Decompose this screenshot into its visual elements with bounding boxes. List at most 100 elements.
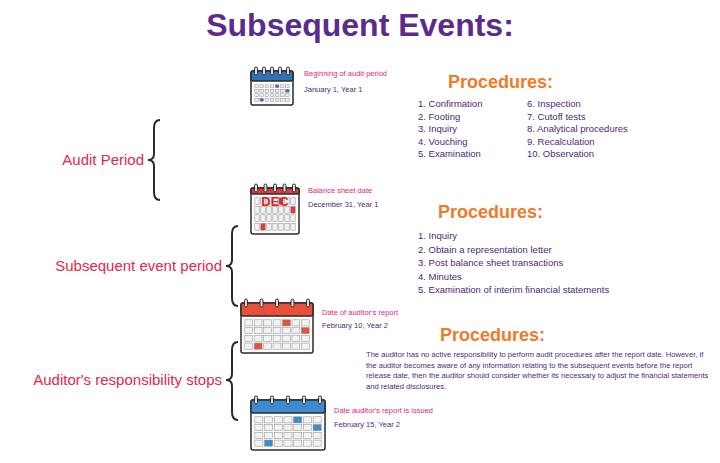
procedure-item: 5. Examination	[418, 148, 481, 159]
calendar-day	[254, 335, 262, 341]
calendar-day	[273, 320, 281, 326]
period-label: Auditor's responsibility stops	[4, 371, 222, 389]
calendar-day	[255, 215, 259, 222]
procedure-item: 2. Footing	[418, 111, 460, 122]
calendar-day	[270, 85, 274, 88]
calendar-day	[255, 417, 263, 423]
calendar-day	[265, 85, 269, 88]
calendar-day	[283, 328, 291, 334]
calendar-day	[265, 89, 269, 92]
calendar-node: DECBalance sheet dateDecember 31, Year 1	[250, 183, 300, 235]
calendar-day	[270, 98, 274, 101]
calendar-day	[273, 335, 281, 341]
calendar-day	[260, 89, 264, 92]
calendar-day	[279, 223, 283, 230]
calendar-day	[294, 440, 302, 446]
calendar-day	[313, 425, 321, 431]
date-text: January 1, Year 1	[304, 85, 362, 94]
date-caption: Date of auditor's report	[322, 308, 398, 317]
calendar-day	[291, 206, 295, 213]
calendar-day	[303, 440, 311, 446]
date-caption: Beginning of audit period	[304, 69, 387, 78]
calendar-ring	[319, 396, 322, 404]
calendar-day	[286, 98, 290, 101]
calendar-ring	[287, 67, 290, 75]
section-heading: Procedures:	[438, 202, 543, 224]
calendar-day	[292, 320, 300, 326]
calendar-day	[255, 89, 259, 92]
calendar-ring	[276, 299, 279, 307]
procedure-item: 2. Obtain a representation letter	[418, 244, 552, 255]
calendar-day	[274, 425, 282, 431]
calendar-day	[255, 85, 259, 88]
calendar-day	[255, 94, 259, 97]
procedure-item: 4. Vouching	[418, 136, 468, 147]
calendar-day	[303, 432, 311, 438]
calendar-icon	[240, 298, 314, 354]
calendar-day	[303, 425, 311, 431]
calendar-day	[255, 198, 259, 205]
calendar-day	[303, 417, 311, 423]
calendar-day	[274, 432, 282, 438]
calendar-day	[270, 89, 274, 92]
calendar-day	[264, 328, 272, 334]
calendar-day	[283, 320, 291, 326]
calendar-day	[275, 98, 279, 101]
calendar-day	[265, 432, 273, 438]
calendar-day	[313, 432, 321, 438]
calendar-day	[274, 417, 282, 423]
calendar-ring	[293, 184, 296, 192]
calendar-day	[255, 206, 259, 213]
calendar-day	[275, 85, 279, 88]
section-heading: Procedures:	[448, 72, 553, 94]
calendar-day	[281, 85, 285, 88]
calendar-ring	[274, 184, 277, 192]
calendar-day	[245, 320, 253, 326]
calendar-ring	[291, 299, 294, 307]
calendar-day	[292, 328, 300, 334]
calendar-day	[261, 215, 265, 222]
period-label: Subsequent event period	[4, 257, 222, 275]
calendar-day	[292, 335, 300, 341]
calendar-day	[273, 328, 281, 334]
procedure-item: 3. Inquiry	[418, 123, 457, 134]
calendar-node: Beginning of audit periodJanuary 1, Year…	[250, 66, 294, 106]
calendar-day	[260, 85, 264, 88]
calendar-day	[281, 89, 285, 92]
calendar-day	[273, 215, 277, 222]
calendar-day	[283, 335, 291, 341]
calendar-day	[254, 328, 262, 334]
note-text: The auditor has no active responsibility…	[366, 350, 712, 392]
calendar-day	[254, 320, 262, 326]
calendar-page	[251, 71, 293, 105]
calendar-icon	[250, 66, 294, 106]
calendar-page	[241, 303, 313, 353]
calendar-day	[255, 432, 263, 438]
calendar-day	[255, 98, 259, 101]
calendar-icon	[250, 395, 326, 451]
title: Subsequent Events:	[0, 6, 720, 44]
procedure-item: 10. Observation	[527, 148, 594, 159]
calendar-day	[264, 320, 272, 326]
calendar-day	[291, 223, 295, 230]
calendar-ring	[255, 184, 258, 192]
section-heading: Procedures:	[440, 325, 545, 347]
calendar-day	[285, 223, 289, 230]
calendar-day	[291, 215, 295, 222]
calendar-day	[301, 335, 309, 341]
calendar-day	[301, 320, 309, 326]
calendar-node: Date of auditor's reportFebruary 10, Yea…	[240, 298, 314, 354]
calendar-ring	[264, 184, 267, 192]
date-caption: Date auditor's report is issued	[334, 406, 433, 415]
curly-brace	[148, 120, 160, 200]
calendar-day	[265, 94, 269, 97]
calendar-day	[255, 223, 259, 230]
calendar-day	[284, 432, 292, 438]
calendar-ring	[255, 67, 258, 75]
procedure-item: 6. Inspection	[527, 98, 581, 109]
calendar-day	[273, 343, 281, 349]
calendar-day	[275, 89, 279, 92]
calendar-day	[294, 417, 302, 423]
period-label: Audit Period	[30, 151, 144, 169]
procedure-item: 1. Confirmation	[418, 98, 482, 109]
